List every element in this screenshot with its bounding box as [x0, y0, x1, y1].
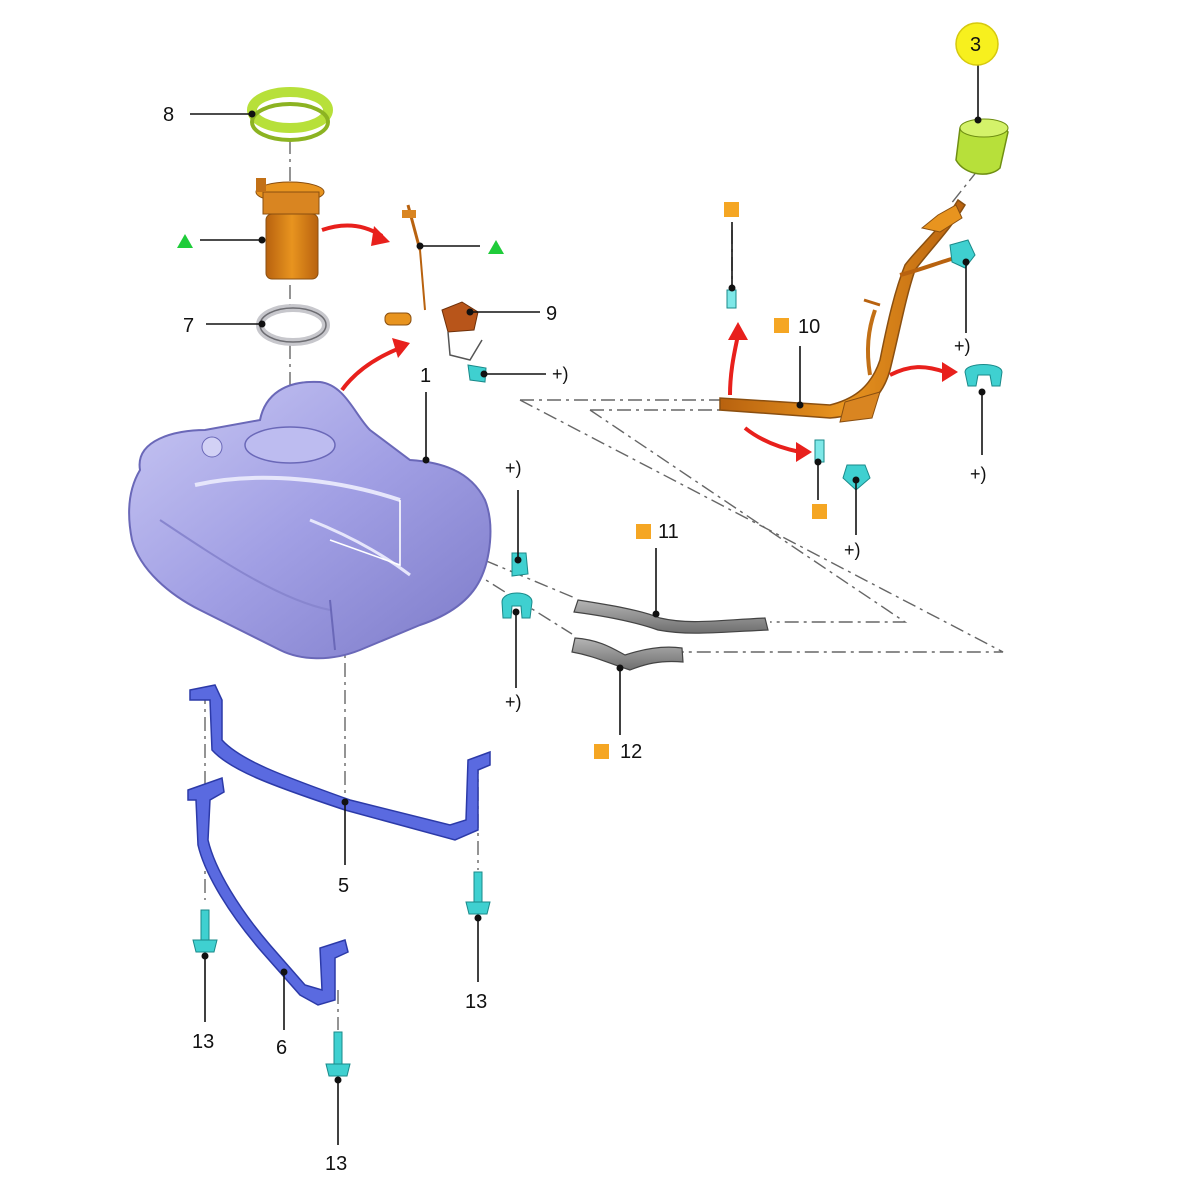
straps — [187, 684, 491, 1006]
square-marker-10 — [774, 318, 789, 333]
label-plus-filler-upper: +) — [954, 336, 971, 356]
label-10: 10 — [798, 316, 820, 338]
label-13-bottom: 13 — [325, 1153, 347, 1175]
label-plus-filler-right: +) — [970, 464, 987, 484]
label-plus-filler-nut: +) — [844, 540, 861, 560]
hoses — [571, 599, 769, 671]
fuel-level-sender — [384, 204, 426, 326]
label-13-right: 13 — [465, 991, 487, 1013]
highlight-circle-3 — [955, 22, 999, 66]
label-1: 1 — [420, 365, 431, 387]
square-marker-top — [724, 202, 739, 217]
label-6: 6 — [276, 1037, 287, 1059]
label-plus-hose-upper: +) — [505, 458, 522, 478]
leader-lines — [190, 62, 986, 1145]
triangle-marker-sender — [488, 240, 504, 254]
markers — [177, 22, 999, 759]
filler-pipe — [719, 198, 966, 423]
square-marker-11 — [636, 524, 651, 539]
label-13-left: 13 — [192, 1031, 214, 1053]
label-5: 5 — [338, 875, 349, 897]
bolt-bottom — [325, 1031, 351, 1077]
fuel-pump-module — [255, 178, 325, 280]
bolt-right — [465, 871, 491, 915]
square-marker-bottom — [812, 504, 827, 519]
label-plus-valve: +) — [552, 364, 569, 384]
seal-ring — [256, 304, 330, 346]
labels: 8 7 9 +) 1 3 10 +) +) +) +) +) 11 12 5 6… — [163, 34, 987, 1175]
label-9: 9 — [546, 303, 557, 325]
valve — [441, 301, 487, 383]
filler-cap — [955, 118, 1009, 175]
bolts — [192, 871, 491, 1077]
label-12: 12 — [620, 741, 642, 763]
label-plus-hose-lower: +) — [505, 692, 522, 712]
bolt-left — [192, 909, 218, 953]
label-7: 7 — [183, 315, 194, 337]
triangle-marker-pump — [177, 234, 193, 248]
clips — [501, 239, 1003, 619]
label-3: 3 — [970, 34, 981, 56]
label-8: 8 — [163, 104, 174, 126]
lock-ring — [247, 87, 333, 142]
square-marker-12 — [594, 744, 609, 759]
fuel-tank — [128, 380, 492, 660]
red-arrows — [321, 223, 958, 462]
label-11: 11 — [658, 521, 679, 543]
